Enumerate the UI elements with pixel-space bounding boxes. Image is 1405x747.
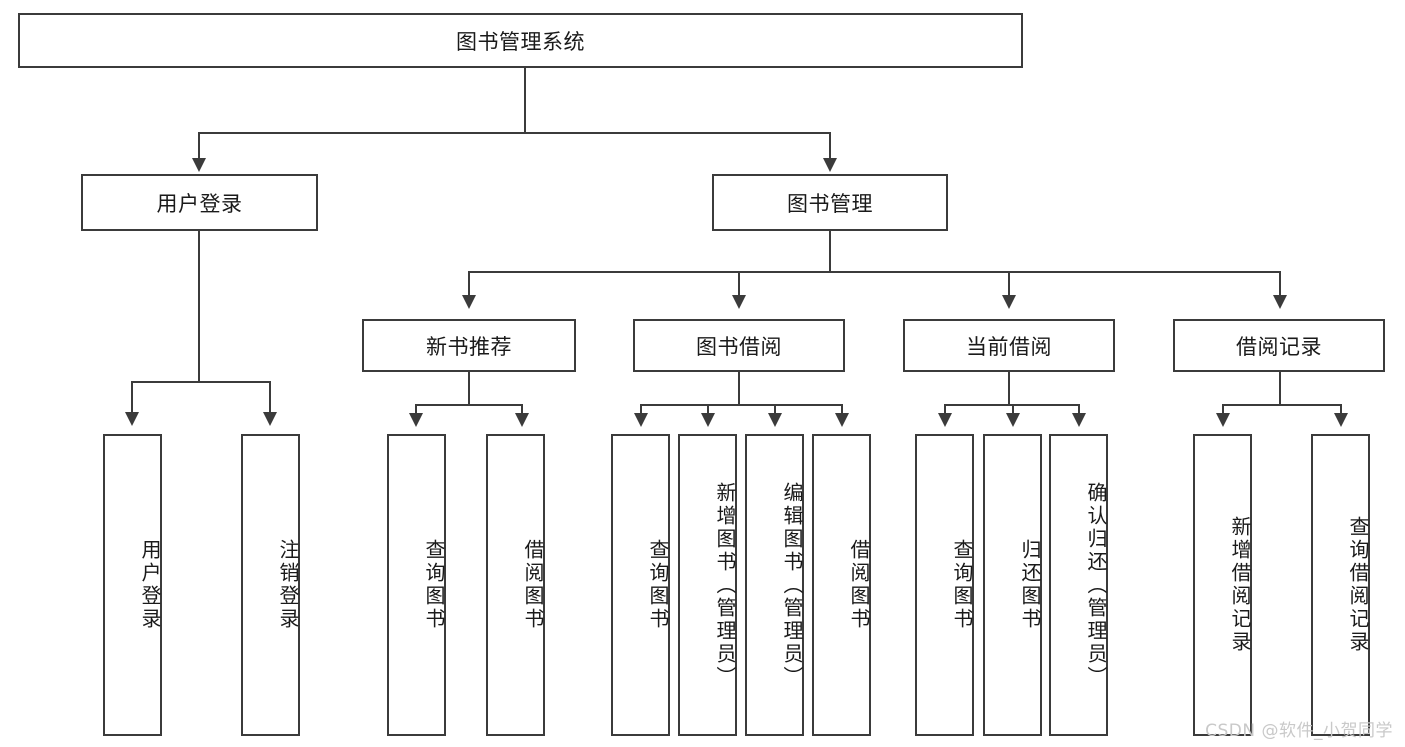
connector-user-login-child-2: [269, 381, 271, 415]
node-label: 确认归还（管理员）: [1084, 481, 1108, 689]
connector-borrow-record-stem: [1279, 372, 1281, 406]
connector-to-new-book: [468, 271, 470, 298]
connector-user-login-child-1: [131, 381, 133, 415]
leaf-user-logout[interactable]: 注销登录: [241, 434, 300, 736]
node-label: 图书借阅: [696, 334, 782, 359]
node-borrow-record[interactable]: 借阅记录: [1173, 319, 1385, 372]
node-label: 新增借阅记录: [1228, 516, 1252, 654]
node-label: 注销登录: [276, 539, 300, 631]
node-label: 查询图书: [646, 539, 670, 631]
connector-borrow-record-bus: [1222, 404, 1341, 406]
node-label: 用户登录: [138, 539, 162, 631]
node-label: 图书管理系统: [456, 29, 585, 54]
leaf-borrow-borrow-book[interactable]: 借阅图书: [812, 434, 871, 736]
node-label: 用户登录: [156, 191, 243, 216]
connector-current-borrow-child-3: [1078, 404, 1080, 416]
connector-book-borrow-child-2: [707, 404, 709, 416]
arrowhead-current-borrow: [1002, 295, 1016, 309]
connector-book-borrow-child-1: [640, 404, 642, 416]
node-label: 新书推荐: [426, 334, 512, 359]
leaf-record-query[interactable]: 查询借阅记录: [1311, 434, 1370, 736]
connector-book-borrow-child-3: [774, 404, 776, 416]
connector-to-borrow-record: [1279, 271, 1281, 298]
node-book-borrow[interactable]: 图书借阅: [633, 319, 845, 372]
connector-current-borrow-child-1: [944, 404, 946, 416]
node-label: 归还图书: [1018, 539, 1042, 631]
connector-book-borrow-child-4: [841, 404, 843, 416]
node-label: 查询图书: [422, 539, 446, 631]
arrowhead-current-borrow-child-1: [938, 413, 952, 427]
arrowhead-current-borrow-child-3: [1072, 413, 1086, 427]
connector-level2-bus: [468, 271, 1280, 273]
connector-to-user-login: [198, 132, 200, 162]
connector-root-bus: [198, 132, 830, 134]
arrowhead-user-login-child-2: [263, 412, 277, 426]
arrowhead-new-book: [462, 295, 476, 309]
leaf-new-book-borrow[interactable]: 借阅图书: [486, 434, 545, 736]
connector-book-borrow-stem: [738, 372, 740, 406]
node-label: 图书管理: [787, 191, 873, 216]
arrowhead-user-login-child-1: [125, 412, 139, 426]
connector-book-manage-stem: [829, 231, 831, 272]
connector-to-book-borrow: [738, 271, 740, 298]
node-label: 编辑图书（管理员）: [780, 481, 804, 689]
leaf-user-login[interactable]: 用户登录: [103, 434, 162, 736]
arrowhead-borrow-record: [1273, 295, 1287, 309]
connector-new-book-child-2: [521, 404, 523, 416]
node-root-system[interactable]: 图书管理系统: [18, 13, 1023, 68]
arrowhead-book-borrow-child-2: [701, 413, 715, 427]
connector-user-login-stem: [198, 231, 200, 383]
node-label: 借阅图书: [521, 539, 545, 631]
leaf-borrow-edit-book[interactable]: 编辑图书（管理员）: [745, 434, 804, 736]
arrowhead-book-borrow-child-1: [634, 413, 648, 427]
node-label: 当前借阅: [966, 334, 1052, 359]
connector-new-book-bus: [415, 404, 522, 406]
arrowhead-user-login: [192, 158, 206, 172]
watermark-text: CSDN @软件_小贺同学: [1205, 721, 1393, 741]
connector-current-borrow-child-2: [1012, 404, 1014, 416]
arrowhead-new-book-child-1: [409, 413, 423, 427]
connector-to-book-manage: [829, 132, 831, 162]
arrowhead-book-borrow: [732, 295, 746, 309]
node-label: 借阅记录: [1236, 334, 1322, 359]
node-new-book-recommend[interactable]: 新书推荐: [362, 319, 576, 372]
node-user-login[interactable]: 用户登录: [81, 174, 318, 231]
connector-to-current-borrow: [1008, 271, 1010, 298]
node-label: 查询图书: [950, 539, 974, 631]
arrowhead-borrow-record-child-1: [1216, 413, 1230, 427]
arrowhead-current-borrow-child-2: [1006, 413, 1020, 427]
leaf-current-query-book[interactable]: 查询图书: [915, 434, 974, 736]
leaf-current-confirm-return[interactable]: 确认归还（管理员）: [1049, 434, 1108, 736]
node-current-borrow[interactable]: 当前借阅: [903, 319, 1115, 372]
arrowhead-book-manage: [823, 158, 837, 172]
node-label: 借阅图书: [847, 539, 871, 631]
node-book-manage[interactable]: 图书管理: [712, 174, 948, 231]
connector-book-borrow-bus: [640, 404, 843, 406]
arrowhead-borrow-record-child-2: [1334, 413, 1348, 427]
leaf-borrow-add-book[interactable]: 新增图书（管理员）: [678, 434, 737, 736]
connector-current-borrow-stem: [1008, 372, 1010, 406]
connector-root-stem: [524, 68, 526, 133]
leaf-current-return-book[interactable]: 归还图书: [983, 434, 1042, 736]
arrowhead-book-borrow-child-3: [768, 413, 782, 427]
leaf-borrow-query-book[interactable]: 查询图书: [611, 434, 670, 736]
node-label: 查询借阅记录: [1346, 516, 1370, 654]
node-label: 新增图书（管理员）: [713, 481, 737, 689]
connector-borrow-record-child-1: [1222, 404, 1224, 416]
connector-new-book-stem: [468, 372, 470, 406]
connector-borrow-record-child-2: [1340, 404, 1342, 416]
arrowhead-book-borrow-child-4: [835, 413, 849, 427]
connector-user-login-bus: [131, 381, 270, 383]
leaf-record-add[interactable]: 新增借阅记录: [1193, 434, 1252, 736]
leaf-new-book-query[interactable]: 查询图书: [387, 434, 446, 736]
arrowhead-new-book-child-2: [515, 413, 529, 427]
connector-current-borrow-bus: [944, 404, 1079, 406]
connector-new-book-child-1: [415, 404, 417, 416]
